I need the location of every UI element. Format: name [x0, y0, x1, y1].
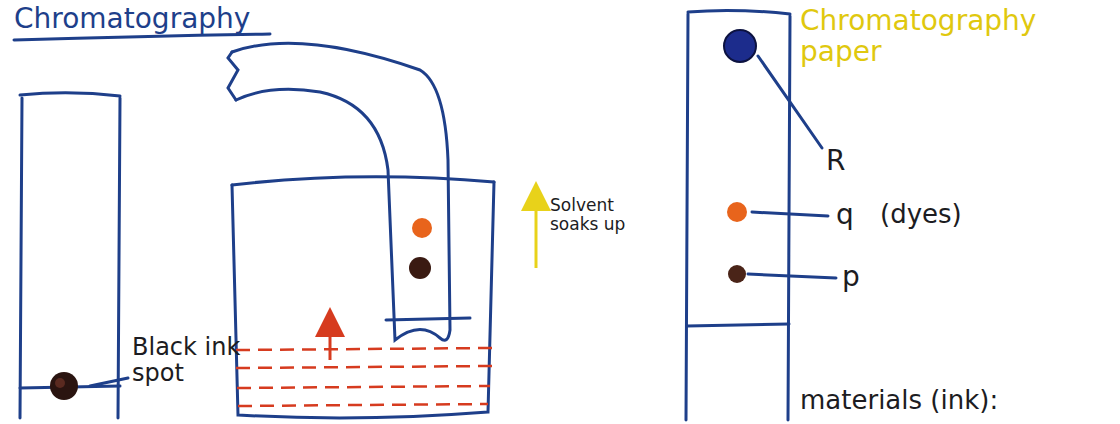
annotation: Solvent soaks up	[550, 196, 650, 233]
heading: Chromatography	[14, 4, 250, 35]
annotation: Chromatography paper	[800, 6, 1100, 68]
annotation: (dyes)	[880, 200, 962, 229]
callout-letter: R	[826, 146, 845, 177]
annotation: materials (ink):	[800, 386, 998, 415]
annotation: Black ink spot	[132, 334, 242, 387]
callout-letter: q	[836, 200, 854, 231]
callout-letter: p	[842, 262, 860, 293]
